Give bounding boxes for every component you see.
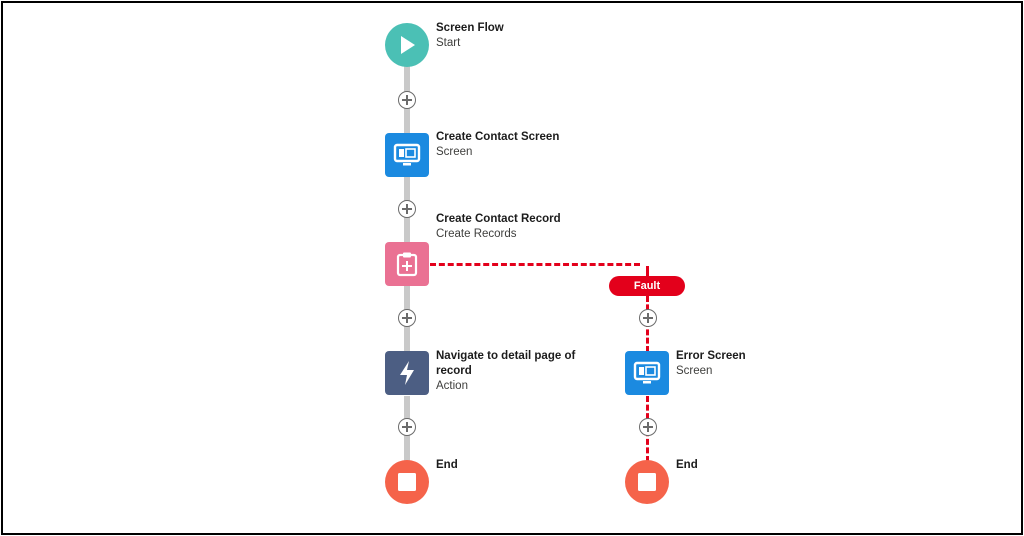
- fault-badge: Fault: [609, 276, 685, 296]
- node-subtitle: Screen: [436, 146, 473, 158]
- stop-icon: [398, 473, 416, 491]
- node-title: Error Screen: [676, 350, 746, 362]
- error-screen-node[interactable]: [625, 351, 669, 395]
- navigate-action-label: Navigate to detail page of record Action: [436, 349, 606, 394]
- navigate-action-node[interactable]: [385, 351, 429, 395]
- fault-connector-line: [646, 266, 649, 278]
- create-contact-record-node[interactable]: [385, 242, 429, 286]
- node-subtitle: Start: [436, 37, 461, 49]
- create-contact-screen-label: Create Contact Screen Screen: [436, 130, 559, 160]
- add-element-button[interactable]: [398, 418, 416, 436]
- node-title: End: [676, 459, 698, 471]
- create-records-icon: [396, 252, 418, 277]
- stop-icon: [638, 473, 656, 491]
- add-element-button[interactable]: [398, 91, 416, 109]
- start-node[interactable]: [385, 23, 429, 67]
- node-title: Screen Flow: [436, 22, 504, 34]
- end-node-label: End: [676, 458, 698, 473]
- screen-icon: [393, 143, 421, 166]
- end-node[interactable]: [625, 460, 669, 504]
- end-node[interactable]: [385, 460, 429, 504]
- fault-connector-line: [430, 263, 640, 266]
- add-element-button[interactable]: [398, 200, 416, 218]
- add-element-button[interactable]: [639, 309, 657, 327]
- screen-icon: [633, 361, 661, 384]
- node-title: Create Contact Screen: [436, 131, 560, 143]
- play-icon: [401, 36, 415, 54]
- node-subtitle: Screen: [676, 365, 713, 377]
- start-node-label: Screen Flow Start: [436, 21, 504, 51]
- add-element-button[interactable]: [639, 418, 657, 436]
- node-title: Navigate to detail page of record: [436, 350, 576, 377]
- node-title: Create Contact Record: [436, 213, 561, 225]
- error-screen-label: Error Screen Screen: [676, 349, 746, 379]
- node-subtitle: Action: [436, 380, 468, 392]
- add-element-button[interactable]: [398, 309, 416, 327]
- end-node-label: End: [436, 458, 458, 473]
- create-contact-record-label: Create Contact Record Create Records: [436, 212, 561, 242]
- node-subtitle: Create Records: [436, 228, 517, 240]
- create-contact-screen-node[interactable]: [385, 133, 429, 177]
- lightning-icon: [400, 361, 414, 385]
- node-title: End: [436, 459, 458, 471]
